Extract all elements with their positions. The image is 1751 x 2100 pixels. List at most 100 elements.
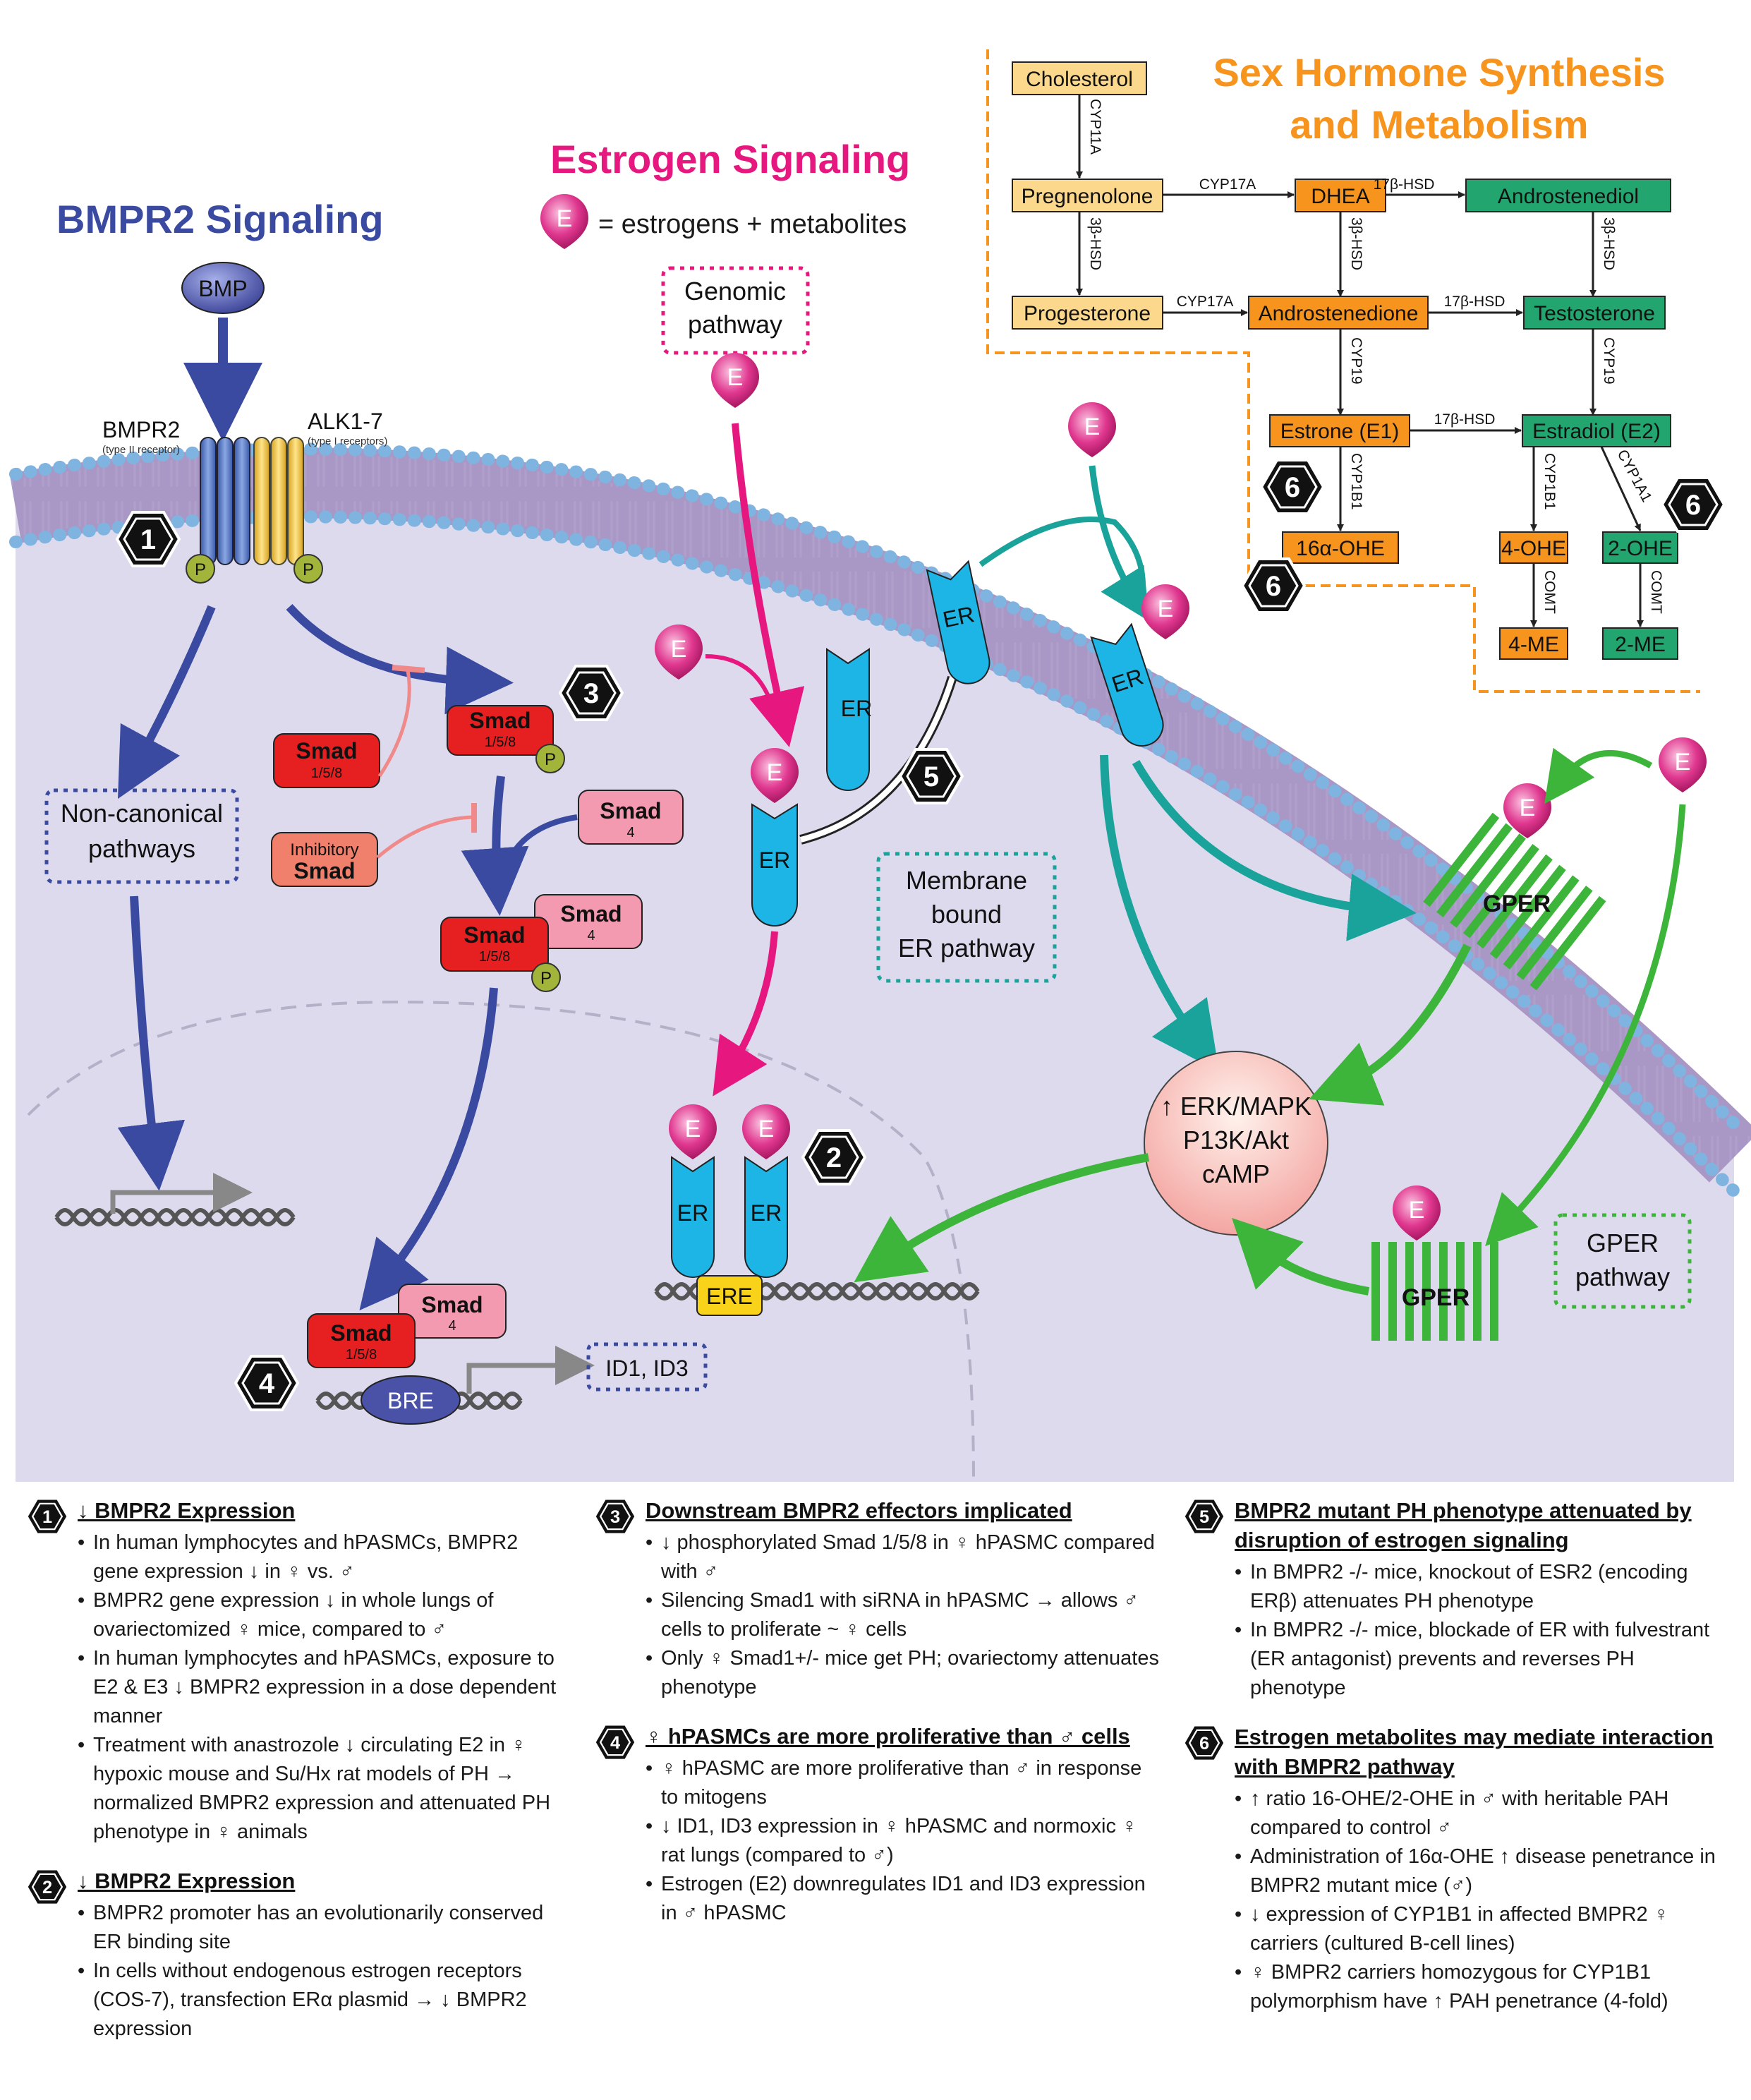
label-bmpr2: BMPR2: [102, 417, 180, 442]
svg-text:cAMP: cAMP: [1202, 1159, 1270, 1188]
svg-text:3: 3: [583, 678, 599, 709]
legend-column-1: 1 ↓ BMPR2 Expression In human lymphocyte…: [21, 1496, 564, 2063]
node-2-me: [1602, 627, 1678, 660]
svg-text:E: E: [557, 205, 573, 232]
gper-pathway-box: [1553, 1213, 1692, 1309]
dna-noncanonical: [54, 1208, 296, 1226]
node-dhea: [1295, 179, 1386, 212]
arrow-noncanonical-to-dna: [117, 895, 186, 1191]
transcription-arrow-bre: [466, 1346, 595, 1394]
estrogen-on-er: E: [751, 748, 799, 803]
node-progesterone: [1012, 296, 1163, 330]
legend-6-item: Administration of 16α-OHE ↑ disease pene…: [1235, 1842, 1735, 1900]
estrogen-dimer-right: E: [742, 1104, 790, 1159]
gper-membrane-label: GPER: [1483, 891, 1551, 917]
marker-6-ohe16: 6: [1240, 557, 1307, 614]
synthesis-pathway: Cholesterol Pregnenolone Progesterone DH…: [1012, 61, 1678, 660]
legend-1-item: BMPR2 gene expression ↓ in whole lungs o…: [78, 1586, 564, 1644]
legend-marker-4: 4: [595, 1725, 635, 1759]
smad-complex-cytoplasm: Smad 4 Smad 1/5/8 P: [440, 894, 643, 992]
legend-title-6: Estrogen metabolites may mediate interac…: [1235, 1725, 1714, 1779]
estrogen-key-text: = estrogens + metabolites: [598, 210, 907, 239]
enzyme-17bhsd-1: 17β-HSD: [1374, 176, 1435, 193]
legend-4-item: ↓ ID1, ID3 expression in ♀ hPASMC and no…: [646, 1812, 1161, 1870]
gper-intracellular: [1371, 1242, 1498, 1341]
svg-text:ER: ER: [677, 1200, 708, 1226]
membrane-er-text-3: ER pathway: [898, 934, 1035, 962]
membrane-er-box: [876, 852, 1057, 983]
svg-text:ER: ER: [841, 696, 872, 721]
gper-pathway-text-2: pathway: [1575, 1262, 1670, 1291]
legend-marker-1: 1: [28, 1499, 67, 1533]
smad158-unphosphorylated: Smad 1/5/8: [273, 733, 380, 788]
svg-text:P: P: [303, 560, 314, 579]
arrow-er-to-nucleus: [713, 931, 778, 1097]
marker-4: 4: [234, 1355, 300, 1411]
legend-6-item: ↓ expression of CYP1B1 in affected BMPR2…: [1235, 1900, 1735, 1958]
svg-text:1: 1: [42, 1507, 52, 1527]
label-alk: ALK1-7: [308, 409, 383, 434]
svg-text:2-ME: 2-ME: [1615, 633, 1666, 656]
legend-title-1: ↓ BMPR2 Expression: [78, 1498, 296, 1523]
estrogen-icon: E: [540, 194, 588, 249]
smad158-phosphorylated: Smad 1/5/8 P: [447, 705, 565, 773]
inhibition-smad158: [377, 670, 411, 778]
svg-text:Smad: Smad: [421, 1292, 483, 1317]
label-alk-sub: (type I receptors): [308, 435, 387, 447]
enzyme-cyp19-2: CYP19: [1601, 337, 1617, 385]
svg-text:4: 4: [259, 1368, 275, 1399]
marker-6-estrone: 6: [1259, 459, 1326, 515]
svg-text:1: 1: [140, 524, 156, 555]
svg-text:Estradiol (E2): Estradiol (E2): [1532, 420, 1661, 443]
arrow-smad-complex: [461, 776, 529, 916]
svg-text:E: E: [1675, 749, 1691, 776]
svg-text:2: 2: [826, 1142, 842, 1173]
estrogen-on-er-membrane: E: [1141, 584, 1189, 639]
estrogen-outer-1: E: [1068, 402, 1116, 457]
svg-text:Pregnenolone: Pregnenolone: [1022, 185, 1153, 208]
svg-text:Smad: Smad: [330, 1320, 392, 1346]
inhibitory-smad: Inhibitory Smad: [271, 832, 378, 887]
genomic-text-1: Genomic: [684, 277, 786, 306]
svg-text:Androstenediol: Androstenediol: [1498, 185, 1639, 208]
svg-text:E: E: [758, 1116, 775, 1142]
svg-text:E: E: [671, 636, 687, 663]
legend-3-item: Only ♀ Smad1+/- mice get PH; ovariectomy…: [646, 1644, 1161, 1702]
svg-text:4-OHE: 4-OHE: [1501, 537, 1566, 560]
gper-membrane: [1423, 812, 1606, 991]
estrogen-dimer-left: E: [669, 1104, 717, 1159]
legend-marker-5: 5: [1184, 1499, 1224, 1533]
marker-3: 3: [558, 665, 624, 721]
phospho-receptor-left: P: [186, 554, 215, 584]
svg-text:5: 5: [1199, 1507, 1209, 1527]
legend-6-item: ♀ BMPR2 carriers homozygous for CYP1B1 p…: [1235, 1958, 1735, 2016]
legend-item-1: 1 ↓ BMPR2 Expression In human lymphocyte…: [21, 1496, 564, 1847]
svg-text:DHEA: DHEA: [1311, 185, 1369, 208]
enzyme-cyp19-1: CYP19: [1348, 337, 1364, 385]
legend-column-2: 3 Downstream BMPR2 effectors implicated …: [589, 1496, 1161, 1948]
legend-title-4: ♀ hPASMCs are more proliferative than ♂ …: [646, 1724, 1130, 1749]
legend: 1 ↓ BMPR2 Expression In human lymphocyte…: [0, 1489, 1751, 2100]
svg-text:BRE: BRE: [387, 1388, 434, 1413]
svg-text:Smad: Smad: [560, 901, 622, 927]
svg-text:Smad: Smad: [469, 708, 531, 733]
arrow-gper-intra-to-kinase: [1232, 1218, 1370, 1296]
transcription-arrow-left: [110, 1173, 253, 1214]
enzyme-3bhsd-2: 3β-HSD: [1348, 217, 1364, 270]
noncanonical-text-1: Non-canonical: [61, 799, 223, 828]
svg-text:1/5/8: 1/5/8: [311, 766, 342, 781]
svg-text:ER: ER: [759, 847, 790, 873]
svg-text:ERE: ERE: [706, 1284, 753, 1309]
svg-text:1/5/8: 1/5/8: [346, 1347, 377, 1363]
node-4-ohe: [1499, 531, 1568, 564]
svg-text:Smad: Smad: [600, 798, 661, 823]
enzyme-cyp1a1: CYP1A1: [1614, 447, 1655, 505]
node-pregnenolone: [1012, 179, 1163, 212]
svg-text:2-OHE: 2-OHE: [1608, 537, 1673, 560]
arrow-e-to-gper: [1544, 747, 1653, 804]
enzyme-comt-2: COMT: [1648, 570, 1664, 614]
legend-4-item: ♀ hPASMC are more proliferative than ♂ i…: [646, 1754, 1161, 1812]
svg-text:E: E: [1084, 414, 1101, 440]
marker-6-estradiol: 6: [1660, 476, 1726, 533]
arrow-er-curve: [979, 517, 1146, 586]
